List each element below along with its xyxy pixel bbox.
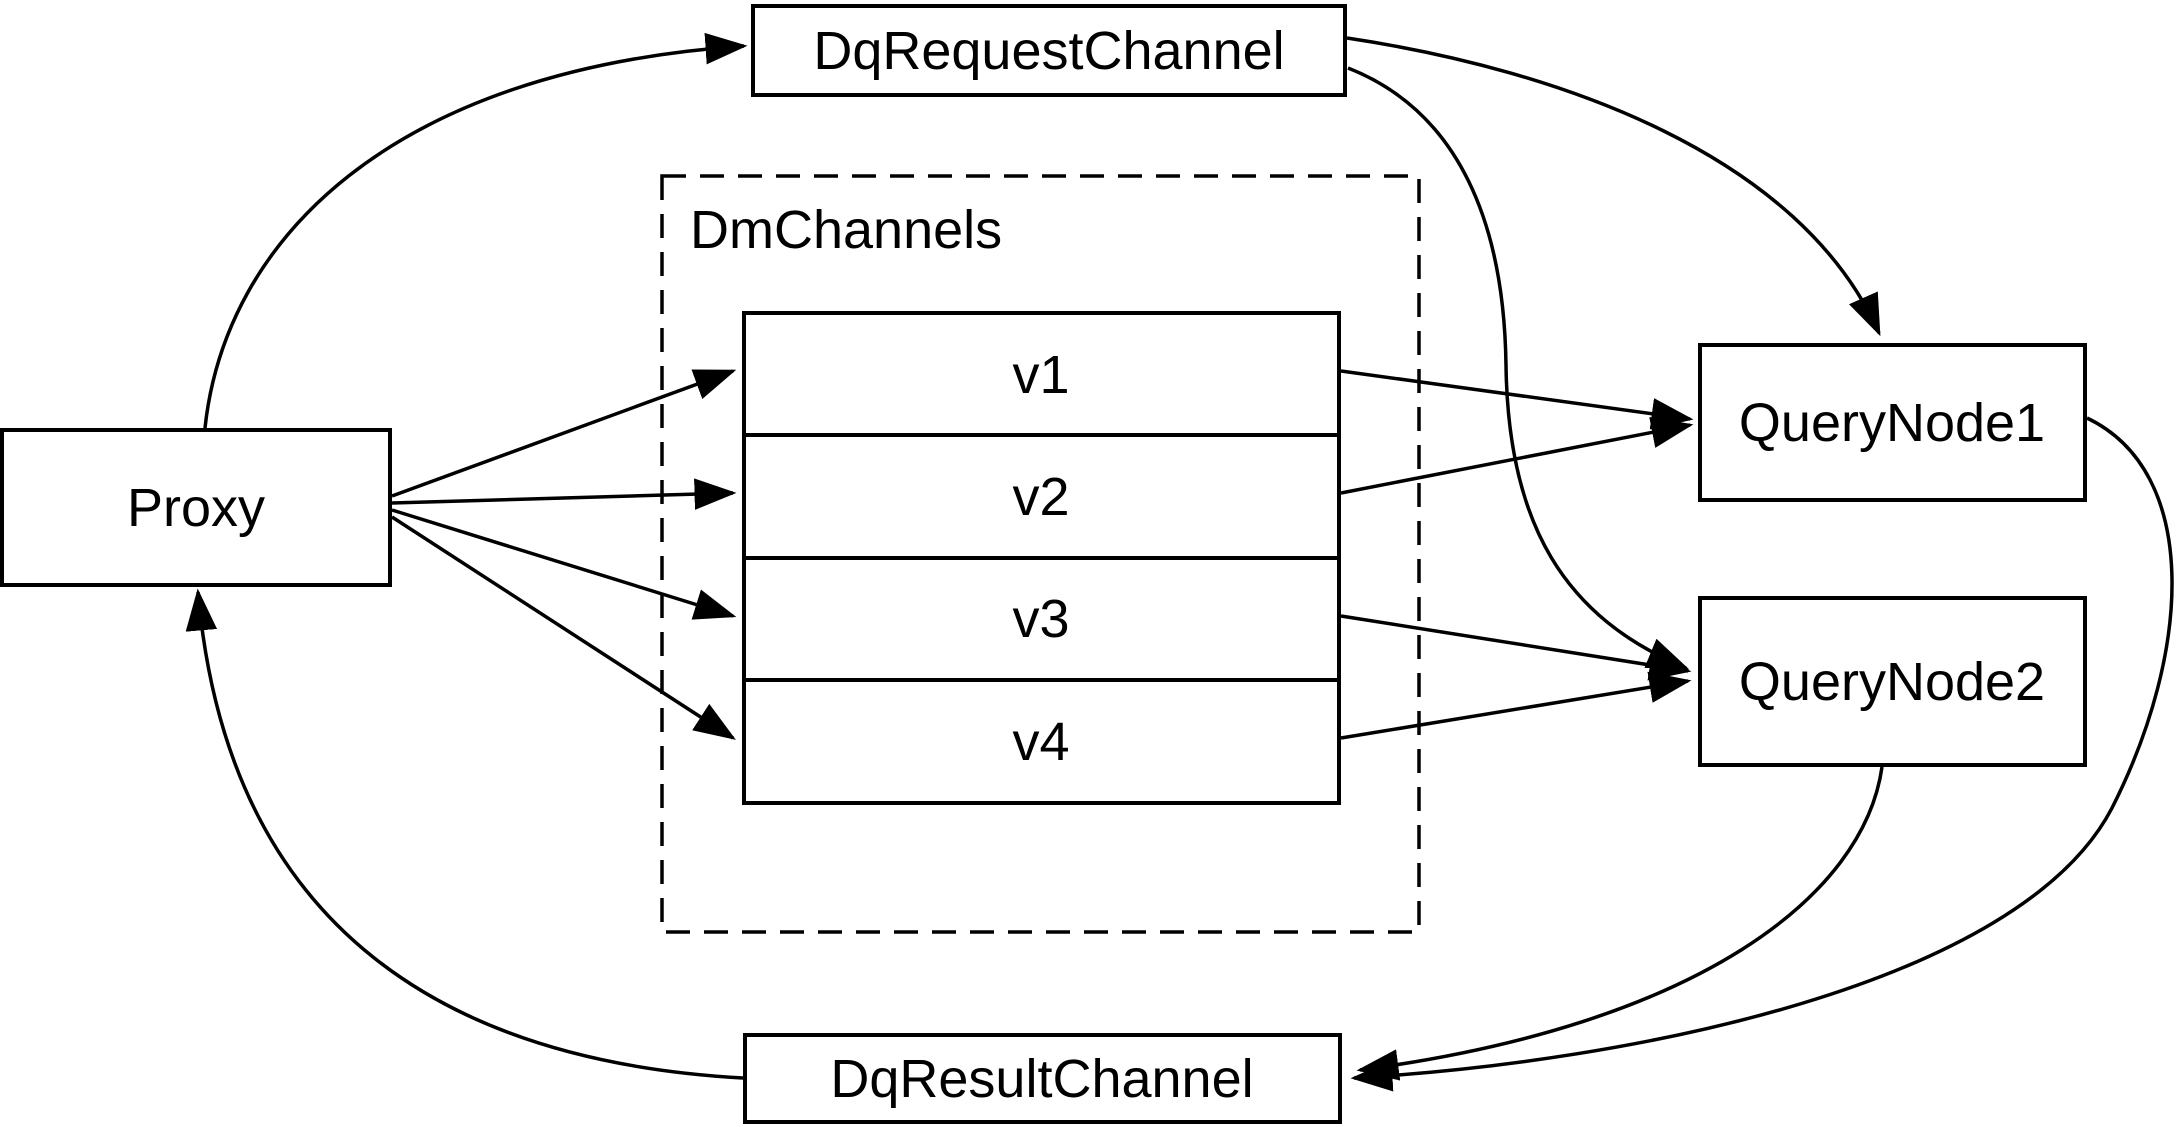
v4-channel-label: v4 — [1012, 712, 1069, 772]
v2-channel-box — [742, 433, 1341, 560]
edge-query-node-2-to-dq-result-channel — [1356, 766, 1884, 1081]
node-layer: Proxy DqRequestChannel v1 v2 v3 v4 Query… — [0, 4, 2087, 1124]
proxy-node-label: Proxy — [127, 478, 265, 538]
edge-v1-to-query-node-1 — [1340, 369, 1694, 430]
edge-layer — [185, 32, 2174, 1092]
edge-proxy-to-v3 — [391, 508, 737, 620]
edge-v3-to-query-node-2 — [1340, 614, 1692, 681]
query-node-1-box — [1698, 343, 2087, 502]
v3-channel-box — [742, 556, 1341, 682]
v1-channel-label: v1 — [1012, 345, 1069, 405]
edge-query-node-1-to-dq-result-channel — [1350, 416, 2174, 1092]
edge-v2-to-query-node-1 — [1340, 416, 1694, 495]
edge-dq-request-channel-to-query-node-2 — [1347, 66, 1690, 670]
edge-proxy-to-v2 — [391, 478, 737, 510]
v3-channel-label: v3 — [1012, 589, 1069, 649]
query-node-2-label: QueryNode2 — [1739, 652, 2045, 712]
dq-request-channel-node-box — [751, 4, 1347, 97]
v4-channel-box — [742, 678, 1341, 805]
v2-channel-label: v2 — [1012, 467, 1069, 527]
v1-channel-box — [742, 311, 1341, 437]
edge-proxy-to-dq-request-channel — [203, 32, 748, 429]
edge-proxy-to-v1 — [391, 369, 737, 498]
dq-result-channel-node-box — [743, 1033, 1342, 1124]
edge-dq-result-channel-to-proxy — [185, 588, 744, 1080]
query-node-1-label: QueryNode1 — [1739, 393, 2045, 453]
edge-proxy-to-v4 — [391, 515, 736, 740]
proxy-node-box — [0, 428, 392, 587]
dm-channels-container-label: DmChannels — [690, 200, 1002, 260]
query-node-2-box — [1698, 596, 2087, 767]
dq-request-channel-node-label: DqRequestChannel — [813, 21, 1284, 81]
edge-v4-to-query-node-2 — [1340, 671, 1692, 740]
edge-dq-request-channel-to-query-node-1 — [1346, 36, 1881, 337]
dq-result-channel-node-label: DqResultChannel — [830, 1049, 1253, 1109]
